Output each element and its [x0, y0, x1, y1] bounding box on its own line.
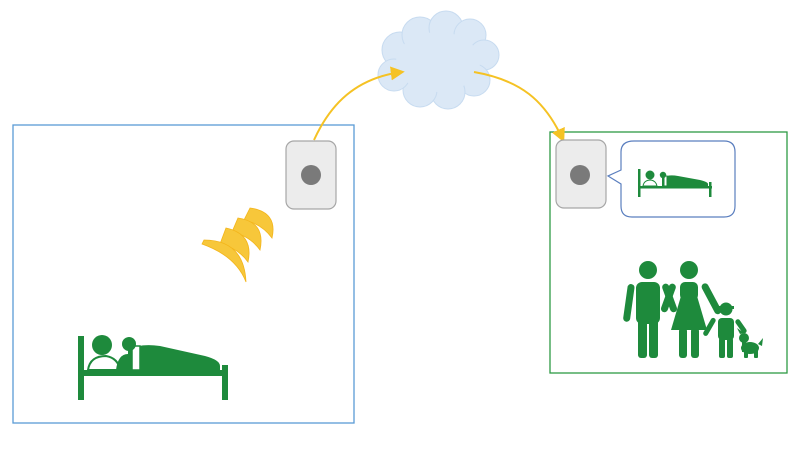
wireless-signal-icon: [201, 207, 274, 283]
sensor-device-icon: [285, 140, 337, 210]
bed-patient-icon: [78, 335, 228, 400]
callout-bed-icon: [638, 169, 712, 197]
man-figure: [623, 261, 678, 358]
family-icon: [623, 261, 763, 358]
receiver-device-icon: [555, 139, 607, 209]
patient-room: [12, 124, 355, 424]
family-room: [549, 131, 788, 374]
uplink-arrow: [313, 66, 405, 141]
woman-figure: [660, 261, 722, 358]
dog-figure: [737, 328, 763, 358]
cloud-icon: [377, 10, 500, 110]
downlink-arrow: [473, 71, 565, 143]
child-figure: [703, 302, 747, 358]
